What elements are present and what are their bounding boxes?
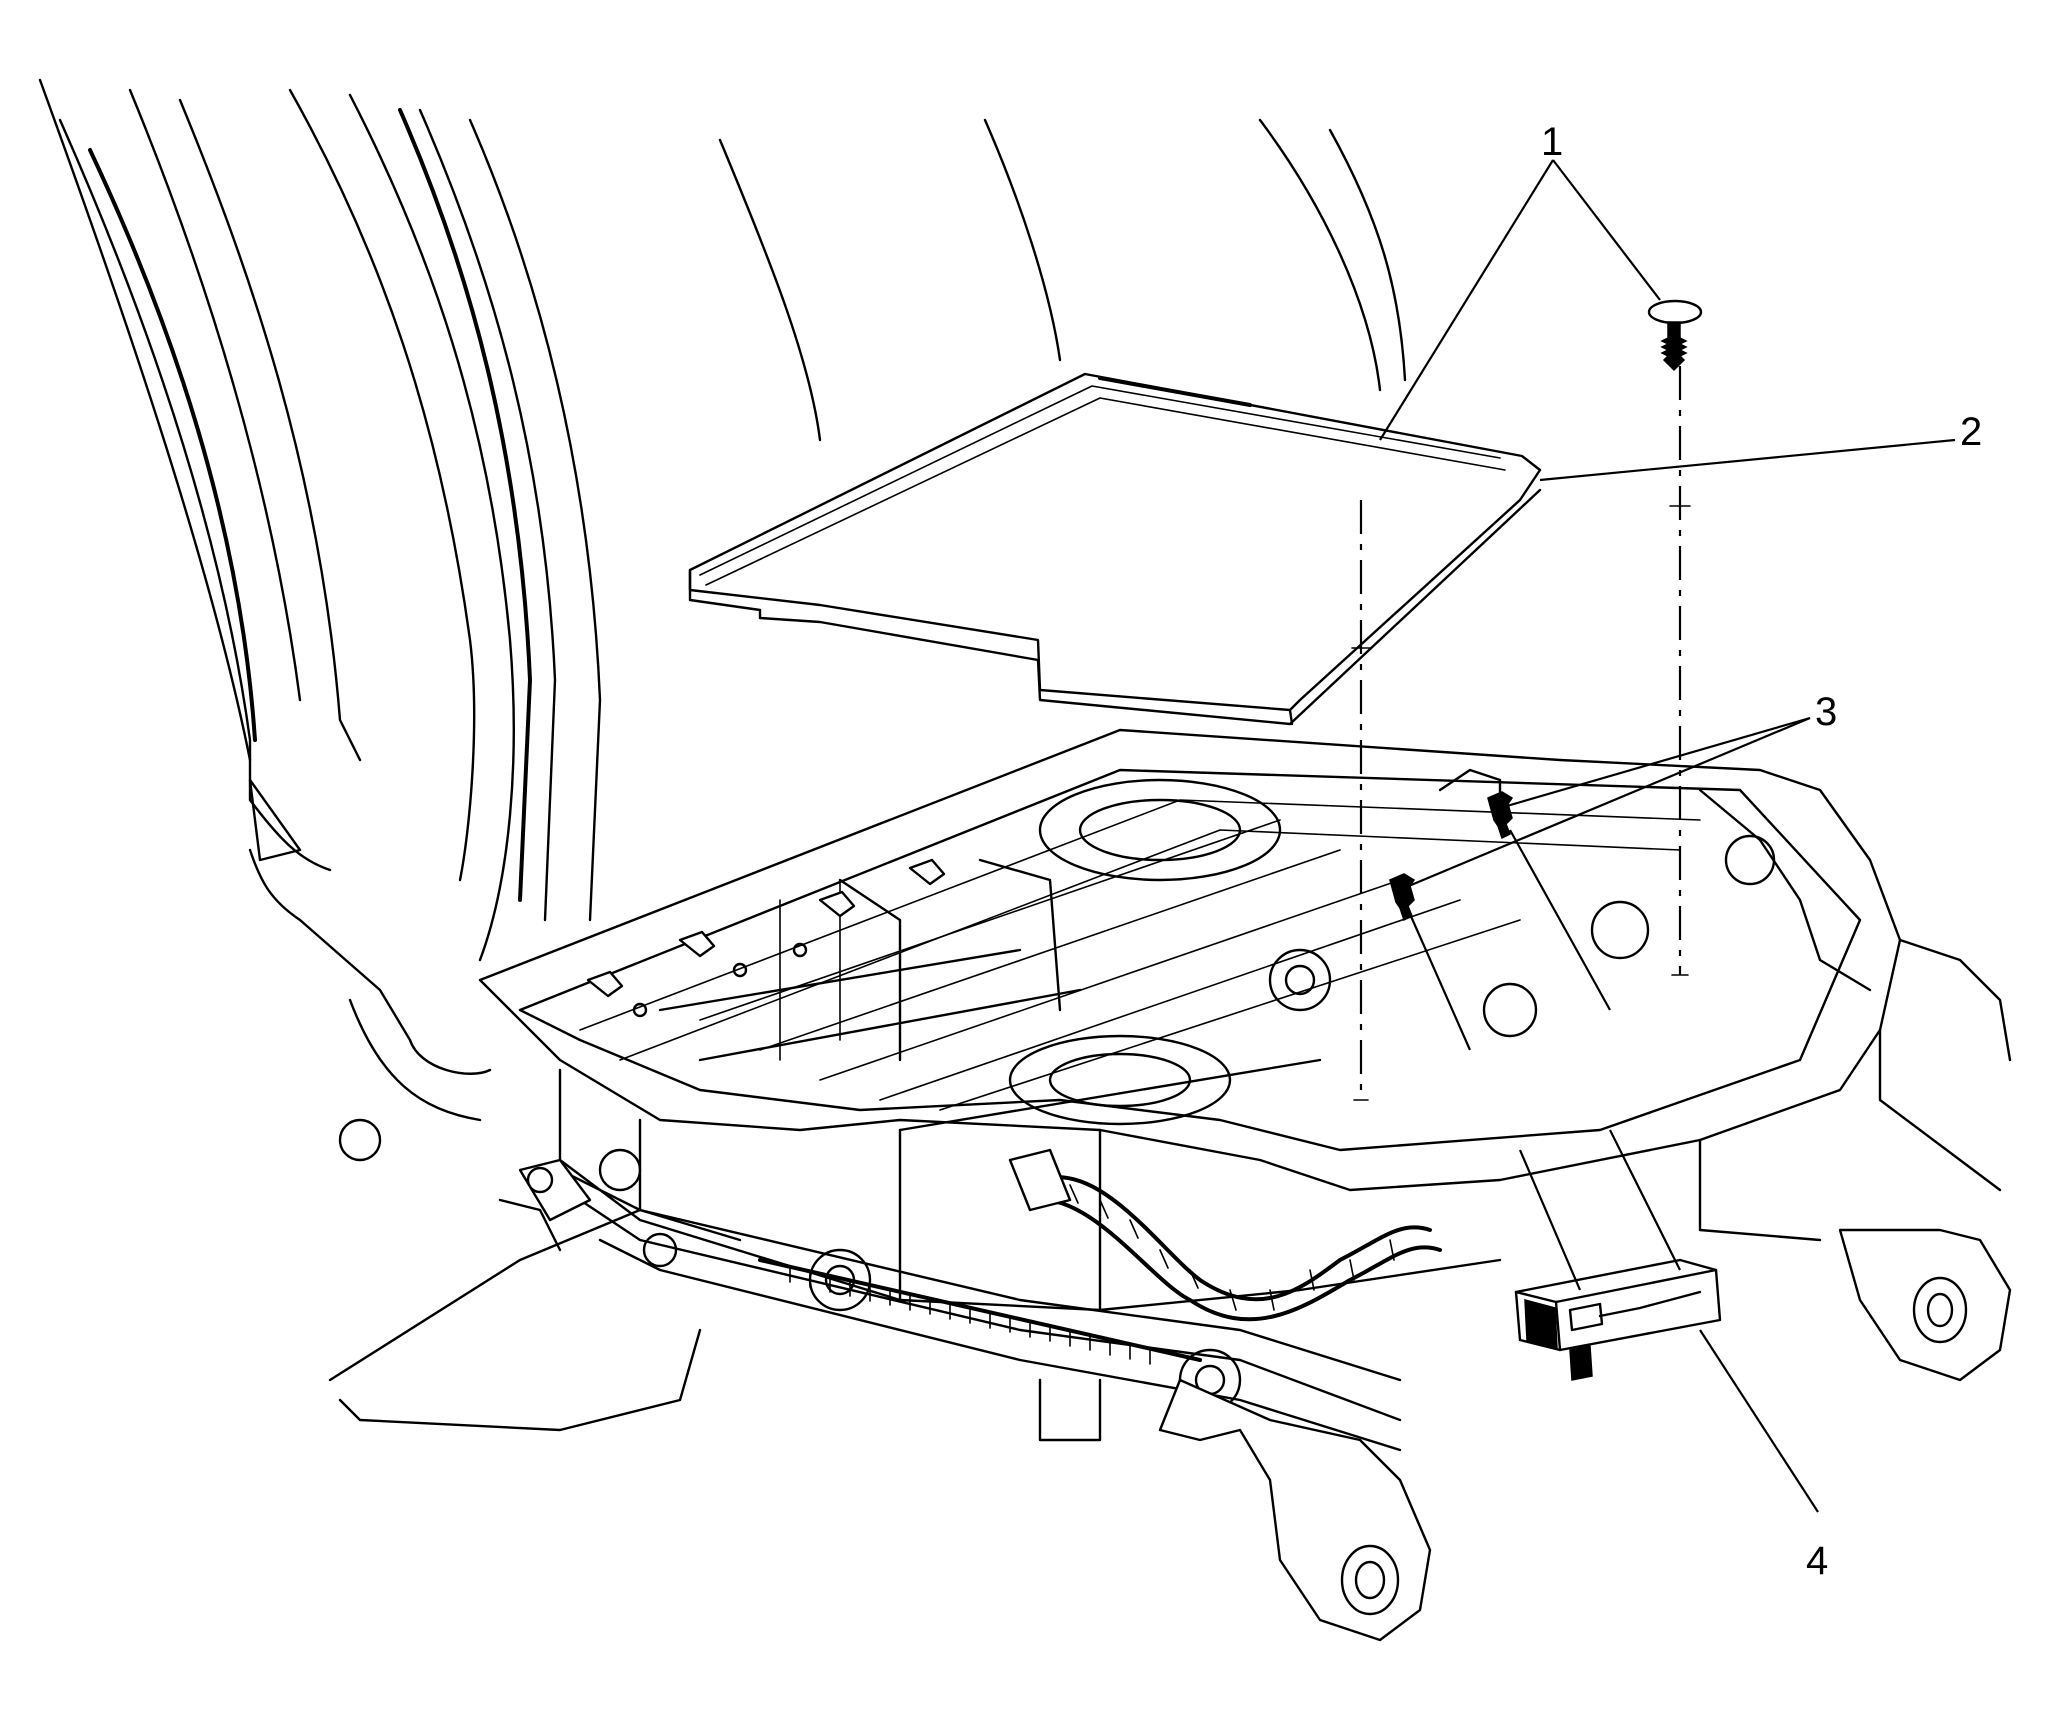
- seat-bottom-cover-panel: [688, 372, 1542, 726]
- callout-1: 1: [1379, 120, 1661, 441]
- seat-tracks: [328, 1118, 2012, 1642]
- callout-2-label: 2: [1960, 410, 1982, 454]
- callout-3: 3: [1403, 690, 1837, 890]
- callout-2: 2: [1539, 410, 1982, 482]
- electronic-module: [1514, 1258, 1722, 1381]
- callout-3-label: 3: [1815, 690, 1837, 734]
- seat-back: [38, 78, 1407, 1122]
- callout-4-label: 4: [1806, 1539, 1828, 1583]
- seat-frame: [478, 728, 2012, 1312]
- callout-1-label: 1: [1541, 120, 1563, 164]
- installation-axes: [1351, 366, 1691, 1291]
- callout-4: 4: [1699, 1329, 1828, 1583]
